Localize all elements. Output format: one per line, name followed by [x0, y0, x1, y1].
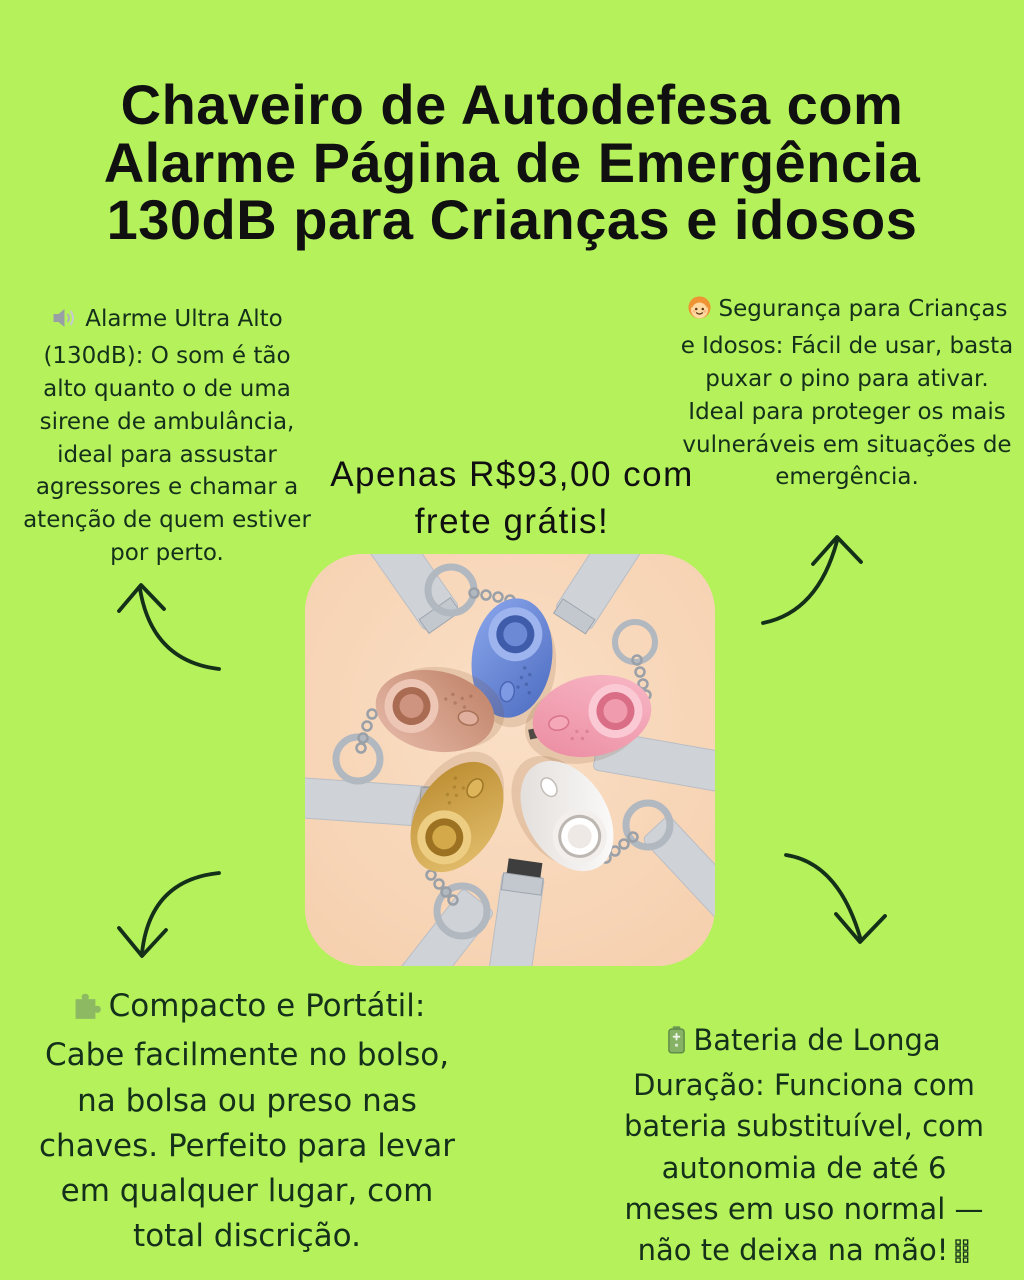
- feature-compact-text: Compacto e Portátil: Cabe facilmente no …: [39, 988, 455, 1255]
- feature-battery-text: Bateria de Longa Duração: Funciona com b…: [623, 1023, 985, 1267]
- arrow-to-battery: [784, 853, 887, 944]
- product-photo-graphic: [305, 554, 715, 966]
- child-face-icon: [687, 295, 712, 330]
- arrow-to-child-safety: [761, 535, 863, 625]
- alarm-keychain-blue: [471, 598, 557, 728]
- feature-ultra-loud: Alarme Ultra Alto (130dB): O som é tão a…: [18, 303, 316, 570]
- product-photo: [305, 554, 715, 966]
- arrow-to-ultra-loud: [117, 583, 221, 671]
- price-callout: Apenas R$93,00 com frete grátis!: [330, 455, 694, 541]
- feature-ultra-loud-text: Alarme Ultra Alto (130dB): O som é tão a…: [23, 306, 311, 567]
- feature-child-safety-text: Segurança para Crianças e Idosos: Fácil …: [680, 296, 1014, 491]
- feature-child-safety: Segurança para Crianças e Idosos: Fácil …: [672, 293, 1022, 494]
- speaker-icon: [51, 306, 78, 340]
- puzzle-icon: [69, 987, 102, 1033]
- missing-glyph-icon: [954, 1233, 970, 1274]
- alarm-keychain-gold: [410, 751, 505, 873]
- alarm-keychain-pink: [524, 674, 652, 764]
- alarm-keychain-white: [511, 755, 614, 872]
- battery-icon: [667, 1024, 686, 1065]
- alarm-keychain-rose-gold: [375, 666, 505, 753]
- feature-compact: Compacto e Portátil: Cabe facilmente no …: [18, 984, 476, 1260]
- product-title: Chaveiro de Autodefesa com Alarme Página…: [103, 73, 921, 252]
- feature-battery: Bateria de Longa Duração: Funciona com b…: [584, 1020, 1024, 1274]
- arrow-to-compact: [117, 871, 221, 958]
